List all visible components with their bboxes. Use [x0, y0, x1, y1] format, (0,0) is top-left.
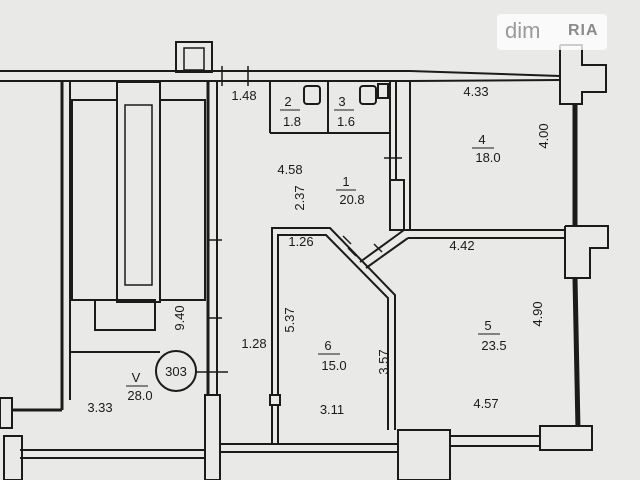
watermark-box	[497, 14, 607, 50]
apartment-number-circle	[155, 350, 197, 392]
room-v-number: V	[132, 370, 141, 385]
dim-1-28: 1.28	[241, 336, 266, 351]
dim-9-40: 9.40	[172, 305, 187, 330]
room-6-area: 15.0	[321, 358, 346, 373]
dim-3-11: 3.11	[320, 402, 344, 417]
dim-4-00: 4.00	[536, 123, 551, 148]
dim-3-33: 3.33	[87, 400, 112, 415]
room-3-area: 1.6	[337, 114, 355, 129]
watermark-brand: dim	[505, 18, 541, 43]
room-4-number: 4	[478, 132, 485, 147]
room-2-area: 1.8	[283, 114, 301, 129]
room-v-area: 28.0	[127, 388, 152, 403]
apartment-number: 303	[165, 364, 187, 379]
dim-1-26: 1.26	[288, 234, 313, 249]
dim-5-37: 5.37	[282, 307, 297, 332]
ria-logo-icon: RIA	[568, 22, 599, 39]
dim-4-42: 4.42	[449, 238, 474, 253]
dim-4-57: 4.57	[473, 396, 498, 411]
walls	[0, 41, 609, 480]
room-5-area: 23.5	[481, 338, 506, 353]
dim-1-48: 1.48	[231, 88, 256, 103]
room-labels: 1 20.8 2 1.8 3 1.6 4 18.0 5 23.5 6 15.0 …	[126, 94, 507, 403]
dim-3-57: 3.57	[376, 349, 391, 374]
dim-2-37: 2.37	[292, 185, 307, 210]
dim-4-33: 4.33	[463, 84, 488, 99]
tick-marks	[196, 66, 402, 373]
room-6-number: 6	[324, 338, 331, 353]
room-1-area: 20.8	[339, 192, 364, 207]
room-5-number: 5	[484, 318, 491, 333]
dimension-labels: 1.48 4.33 4.00 4.58 2.37 1.26 4.42 5.37 …	[87, 84, 551, 417]
room-2-number: 2	[284, 94, 291, 109]
dim-4-90: 4.90	[530, 301, 545, 326]
room-3-number: 3	[338, 94, 345, 109]
room-1-number: 1	[342, 174, 349, 189]
room-4-area: 18.0	[475, 150, 500, 165]
dim-4-58: 4.58	[277, 162, 302, 177]
